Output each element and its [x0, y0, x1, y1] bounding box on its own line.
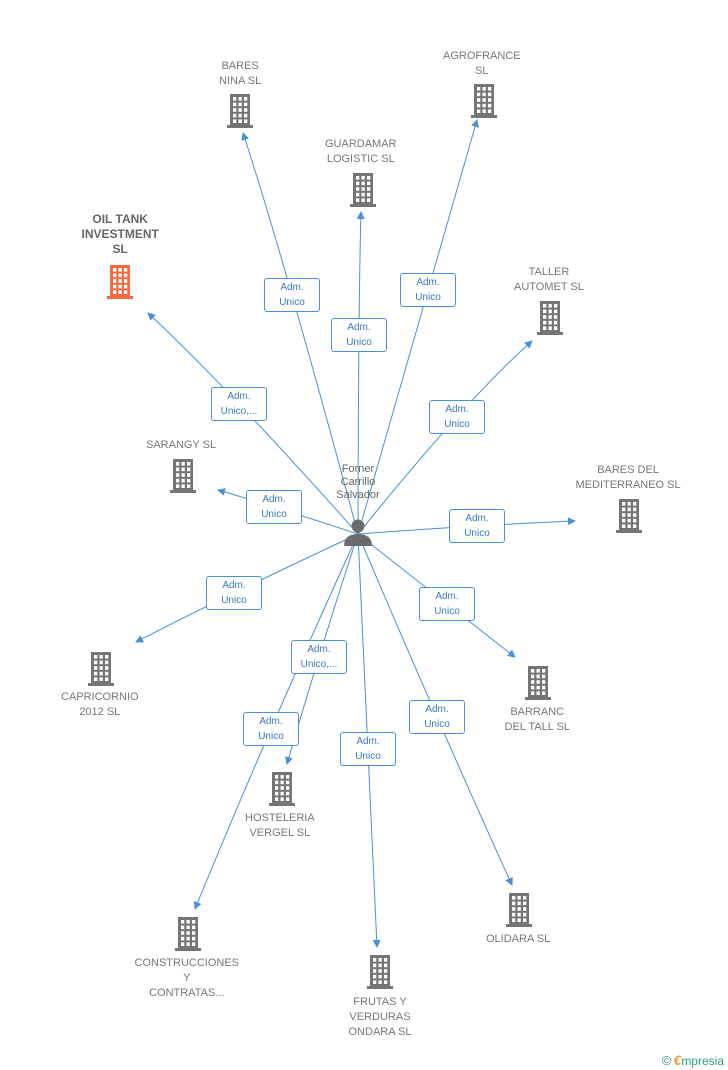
company-label-line: GUARDAMAR [325, 138, 397, 150]
company-label-guardamar[interactable]: GUARDAMAR LOGISTIC SL [325, 137, 397, 167]
edge-label-text: Unico,... [300, 659, 338, 670]
building-icon [88, 652, 114, 686]
building-icon [537, 301, 563, 335]
edge-label-text: Adm. [280, 282, 304, 293]
company-label-bares-nina[interactable]: BARES NINA SL [219, 59, 261, 89]
company-label-line: CAPRICORNIO [61, 691, 139, 703]
edge-label-text: Adm. [227, 391, 251, 402]
edge-label-text: Unico [279, 297, 305, 308]
company-label-line: ONDARA SL [348, 1026, 412, 1038]
edge-label-text: Unico [221, 595, 247, 606]
company-label-line: DEL TALL SL [504, 721, 570, 733]
company-label-line: BARES DEL [597, 464, 659, 476]
company-label-line: SL [475, 65, 489, 77]
company-label-sarangy[interactable]: SARANGY SL [146, 438, 216, 453]
company-label-line: OLIDARA SL [486, 933, 551, 945]
company-label-line: HOSTELERIA [245, 812, 315, 824]
edge-label-oil-tank[interactable]: Adm. Unico,... [211, 387, 267, 421]
building-icon [471, 84, 497, 118]
brand-initial: € [673, 1052, 682, 1068]
company-label-taller-automet[interactable]: TALLER AUTOMET SL [514, 265, 584, 295]
building-icon [525, 666, 551, 700]
edge-label-text: Adm. [347, 322, 371, 333]
edge-label-text: Adm. [222, 580, 246, 591]
building-icon [170, 459, 196, 493]
company-label-agrofrance[interactable]: AGROFRANCE SL [443, 49, 521, 79]
center-person-label[interactable]: Forner Carrillo Salvador [336, 463, 380, 501]
company-label-line: AGROFRANCE [443, 50, 521, 62]
edge-label-guardamar[interactable]: Adm. Unico [331, 318, 387, 352]
edge-label-capricornio[interactable]: Adm. Unico [206, 576, 262, 610]
company-label-line: CONTRATAS... [149, 987, 225, 999]
company-label-capricornio[interactable]: CAPRICORNIO 2012 SL [61, 690, 139, 720]
company-label-line: 2012 SL [79, 706, 121, 718]
company-label-line: SL [112, 242, 128, 256]
company-label-frutas[interactable]: FRUTAS Y VERDURAS ONDARA SL [349, 995, 412, 1040]
edge-label-text: Unico [355, 751, 381, 762]
building-icon [367, 955, 393, 989]
edge-label-text: Adm. [262, 494, 286, 505]
edge-line-taller-automet [357, 340, 533, 535]
building-icon [506, 893, 532, 927]
building-icon [227, 94, 253, 128]
edge-label-text: Adm. [445, 404, 469, 415]
company-label-line: INVESTMENT [81, 227, 159, 241]
edge-label-text: Adm. [435, 591, 459, 602]
company-label-line: AUTOMET SL [514, 281, 584, 293]
company-label-line: TALLER [528, 266, 570, 278]
person-icon[interactable] [344, 519, 372, 547]
edge-label-text: Unico [258, 731, 284, 742]
company-label-line: MEDITERRANEO SL [575, 479, 681, 491]
edge-label-bares-mediterraneo[interactable]: Adm. Unico [449, 509, 505, 543]
brand-name: mpresia [681, 1054, 724, 1068]
company-label-line: Y [183, 972, 191, 984]
edge-label-text: Adm. [425, 704, 449, 715]
edge-label-text: Unico [434, 606, 460, 617]
company-label-line: NINA SL [219, 75, 262, 87]
company-label-line: BARES [221, 60, 259, 72]
edge-label-text: Adm. [416, 277, 440, 288]
building-icon [175, 917, 201, 951]
company-label-olidara[interactable]: OLIDARA SL [486, 932, 550, 947]
edge-label-hosteleria[interactable]: Adm. Unico,... [291, 640, 347, 674]
company-label-construcciones[interactable]: CONSTRUCCIONES Y CONTRATAS... [135, 956, 240, 1001]
building-icon [616, 499, 642, 533]
edge-label-frutas[interactable]: Adm. Unico [340, 732, 396, 766]
copyright-symbol: © [661, 1053, 672, 1068]
brand-logo: ©€mpresia [662, 1052, 724, 1068]
building-icon [350, 173, 376, 207]
company-label-line: FRUTAS Y [353, 996, 407, 1008]
edge-label-construcciones[interactable]: Adm. Unico [243, 712, 299, 746]
edge-label-text: Unico [424, 719, 450, 730]
edge-label-olidara[interactable]: Adm. Unico [409, 700, 465, 734]
edge-label-text: Unico,... [220, 406, 258, 417]
edge-label-bares-nina[interactable]: Adm. Unico [264, 278, 320, 312]
edge-label-text: Adm. [307, 644, 331, 655]
building-icon [107, 265, 133, 299]
company-label-line: VERGEL SL [249, 827, 311, 839]
edge-label-text: Unico [444, 419, 470, 430]
edge-label-taller-automet[interactable]: Adm. Unico [429, 400, 485, 434]
edge-label-text: Unico [464, 528, 490, 539]
company-label-line: OIL TANK [92, 212, 148, 226]
edge-label-barranc[interactable]: Adm. Unico [419, 587, 475, 621]
company-label-line: VERDURAS [349, 1011, 411, 1023]
edge-label-text: Unico [415, 292, 441, 303]
company-label-line: BARRANC [510, 706, 565, 718]
edge-label-sarangy[interactable]: Adm. Unico [246, 490, 302, 524]
company-label-line: SARANGY SL [146, 439, 217, 451]
company-label-line: CONSTRUCCIONES [134, 957, 240, 969]
edge-label-agrofrance[interactable]: Adm. Unico [400, 273, 456, 307]
company-label-barranc[interactable]: BARRANC DEL TALL SL [505, 705, 570, 735]
edge-label-text: Unico [261, 509, 287, 520]
company-label-hosteleria[interactable]: HOSTELERIA VERGEL SL [245, 811, 315, 841]
company-label-line: LOGISTIC SL [326, 153, 395, 165]
company-label-bares-mediterraneo[interactable]: BARES DEL MEDITERRANEO SL [576, 463, 681, 493]
edge-label-text: Adm. [465, 513, 489, 524]
edge-label-text: Adm. [356, 736, 380, 747]
building-icon [269, 772, 295, 806]
edge-label-text: Unico [346, 337, 372, 348]
edge-label-text: Adm. [259, 716, 283, 727]
